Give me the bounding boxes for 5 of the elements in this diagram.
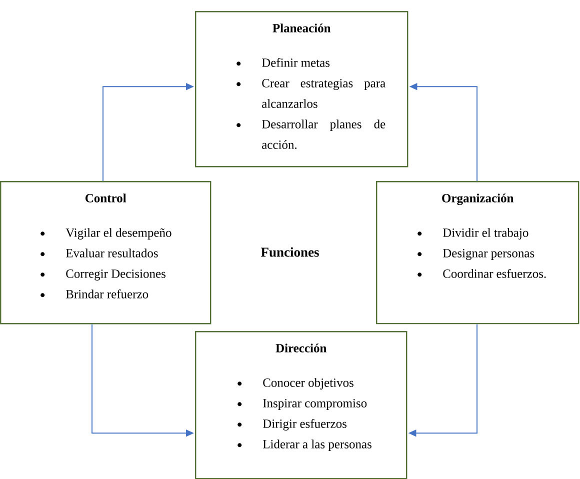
function-box: Dirección Conocer objetivos Inspirar compromiso Dirigir esfuerzos Liderar a las personas (195, 331, 408, 479)
center-label: Funciones (260, 247, 319, 257)
function-box: Planeación Definir metas Crear estrategias para alcanzarlos Desarrollar planes de acción. (195, 11, 408, 168)
function-box: Organización Dividir el trabajo Designar personas Coordinar esfuerzos. (376, 181, 580, 324)
function-box: Control Vigilar el desempeño Evaluar resultados Corregir Decisiones Brindar refuerzo (0, 181, 212, 324)
